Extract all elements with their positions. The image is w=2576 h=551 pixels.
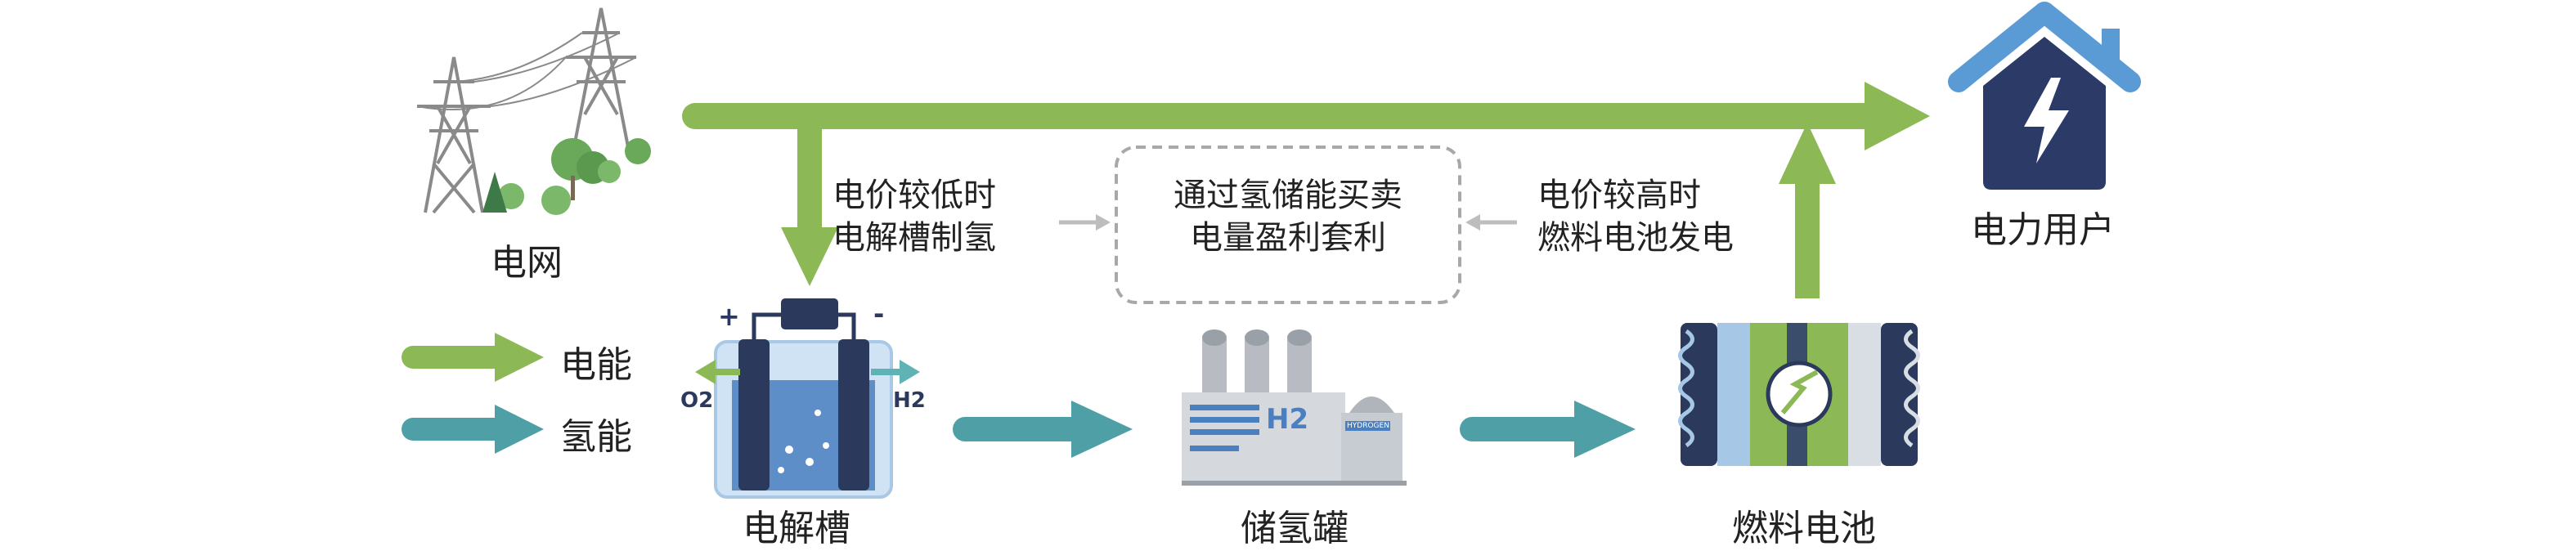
high-price-line1: 电价较高时	[1537, 177, 1701, 214]
low-price-line1: 电价较低时	[832, 177, 996, 214]
electrode-plus-sign: +	[718, 301, 740, 332]
tank-h2-label: H2	[1266, 403, 1309, 436]
h2-label: H2	[893, 388, 926, 413]
legend-electric-arrow	[402, 333, 544, 382]
power-tower-icon	[416, 7, 637, 214]
house-icon	[1948, 2, 2141, 190]
low-price-line2: 电解槽制氢	[832, 219, 996, 257]
trees-icon	[482, 138, 651, 215]
legend-electric-label: 电能	[560, 344, 632, 386]
low-price-annotation: 电价较低时 电解槽制氢	[832, 174, 996, 259]
high-price-annotation: 电价较高时 燃料电池发电	[1537, 174, 1734, 259]
electrolyzer-label: 电解槽	[743, 508, 850, 549]
low-to-arbitrage-arrow	[1059, 214, 1111, 231]
user-label: 电力用户	[1971, 209, 2115, 251]
fuelcell-to-user-arrow	[1779, 123, 1836, 298]
grid-to-electrolyzer-arrow	[781, 116, 838, 286]
fuelcell-label: 燃料电池	[1732, 508, 1876, 549]
electrolyzer-icon	[695, 298, 920, 499]
tank-sign-label: HYDROGEN	[1347, 422, 1389, 430]
storage-plant-icon	[1182, 329, 1407, 486]
arbitrage-box	[1115, 146, 1461, 304]
grid-label: 电网	[491, 242, 563, 284]
grid-to-user-arrow	[682, 82, 1930, 150]
electrolyzer-to-storage-arrow	[953, 401, 1133, 458]
high-to-arbitrage-arrow	[1465, 214, 1517, 231]
o2-label: O2	[680, 388, 714, 413]
electrode-minus-sign: -	[873, 298, 885, 329]
arbitrage-line2: 电量盈利套利	[1190, 219, 1386, 257]
arbitrage-annotation: 通过氢储能买卖 电量盈利套利	[1141, 174, 1435, 259]
legend-hydrogen-label: 氢能	[560, 416, 632, 458]
fuel-cell-icon	[1678, 323, 1920, 466]
high-price-line2: 燃料电池发电	[1537, 219, 1734, 257]
arbitrage-line1: 通过氢储能买卖	[1174, 177, 1402, 214]
storage-to-fuelcell-arrow	[1460, 401, 1636, 458]
storage-label: 储氢罐	[1241, 508, 1349, 549]
legend-hydrogen-arrow	[402, 405, 544, 454]
